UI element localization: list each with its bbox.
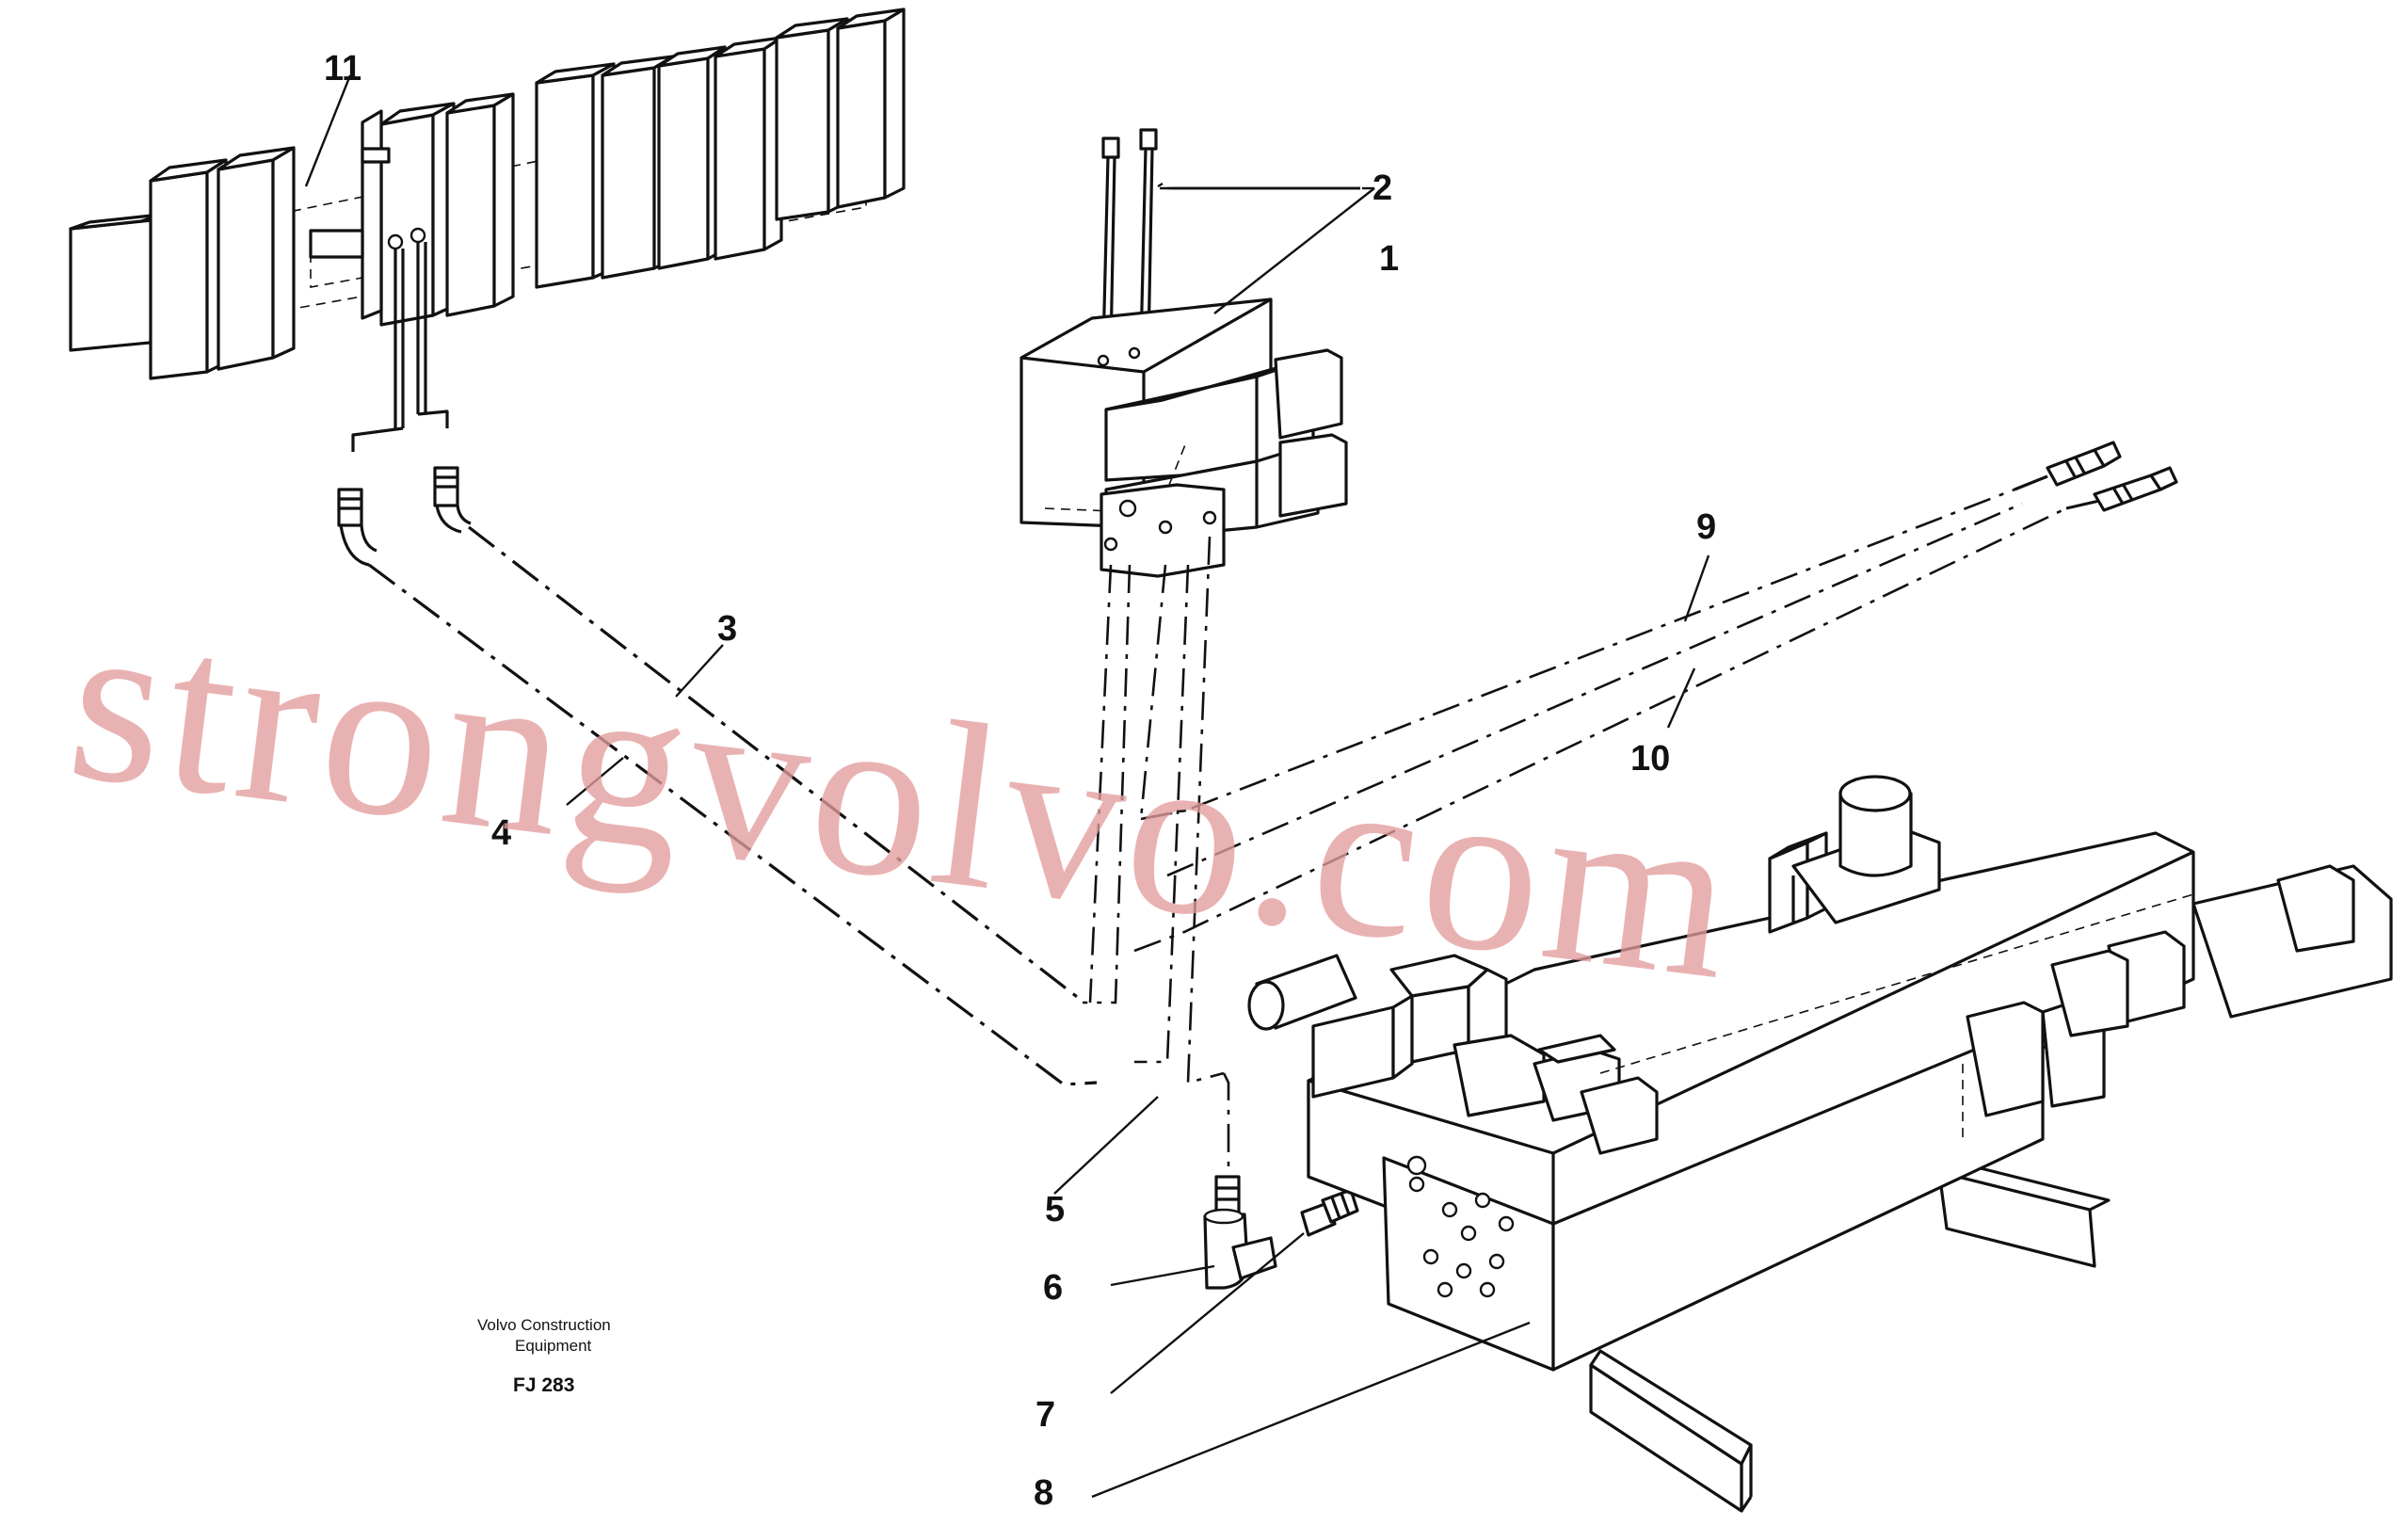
leader-lines xyxy=(304,74,1710,1499)
hose-5-fittings-6-7 xyxy=(1203,1072,1359,1290)
callout-3: 3 xyxy=(717,609,737,649)
callout-5: 5 xyxy=(1045,1190,1065,1229)
callout-10: 10 xyxy=(1630,739,1670,779)
hose-assemblies-3-4 xyxy=(337,410,1098,1086)
caption-line-2: Equipment xyxy=(515,1337,592,1355)
callout-8: 8 xyxy=(1034,1473,1053,1513)
caption-line-1: Volvo Construction xyxy=(477,1316,611,1334)
hose-assemblies-9-10 xyxy=(1133,441,2178,953)
callout-2: 2 xyxy=(1373,169,1392,208)
callout-labels: 11 2 1 3 4 9 10 5 6 7 8 xyxy=(324,49,1716,1513)
callout-6: 6 xyxy=(1043,1268,1063,1308)
caption-block: Volvo Construction Equipment FJ 283 xyxy=(477,1316,611,1396)
callout-11: 11 xyxy=(324,49,361,88)
callout-4: 4 xyxy=(491,813,511,853)
watermark: strongvolvo.com xyxy=(57,567,1750,1030)
control-valve-8 xyxy=(1247,775,2393,1513)
pilot-valve-1 xyxy=(1019,128,1348,1084)
callout-7: 7 xyxy=(1035,1395,1055,1435)
callout-9: 9 xyxy=(1696,507,1716,547)
valve-bank-11 xyxy=(69,8,906,428)
figure-code: FJ 283 xyxy=(513,1374,574,1396)
callout-1: 1 xyxy=(1379,239,1399,279)
